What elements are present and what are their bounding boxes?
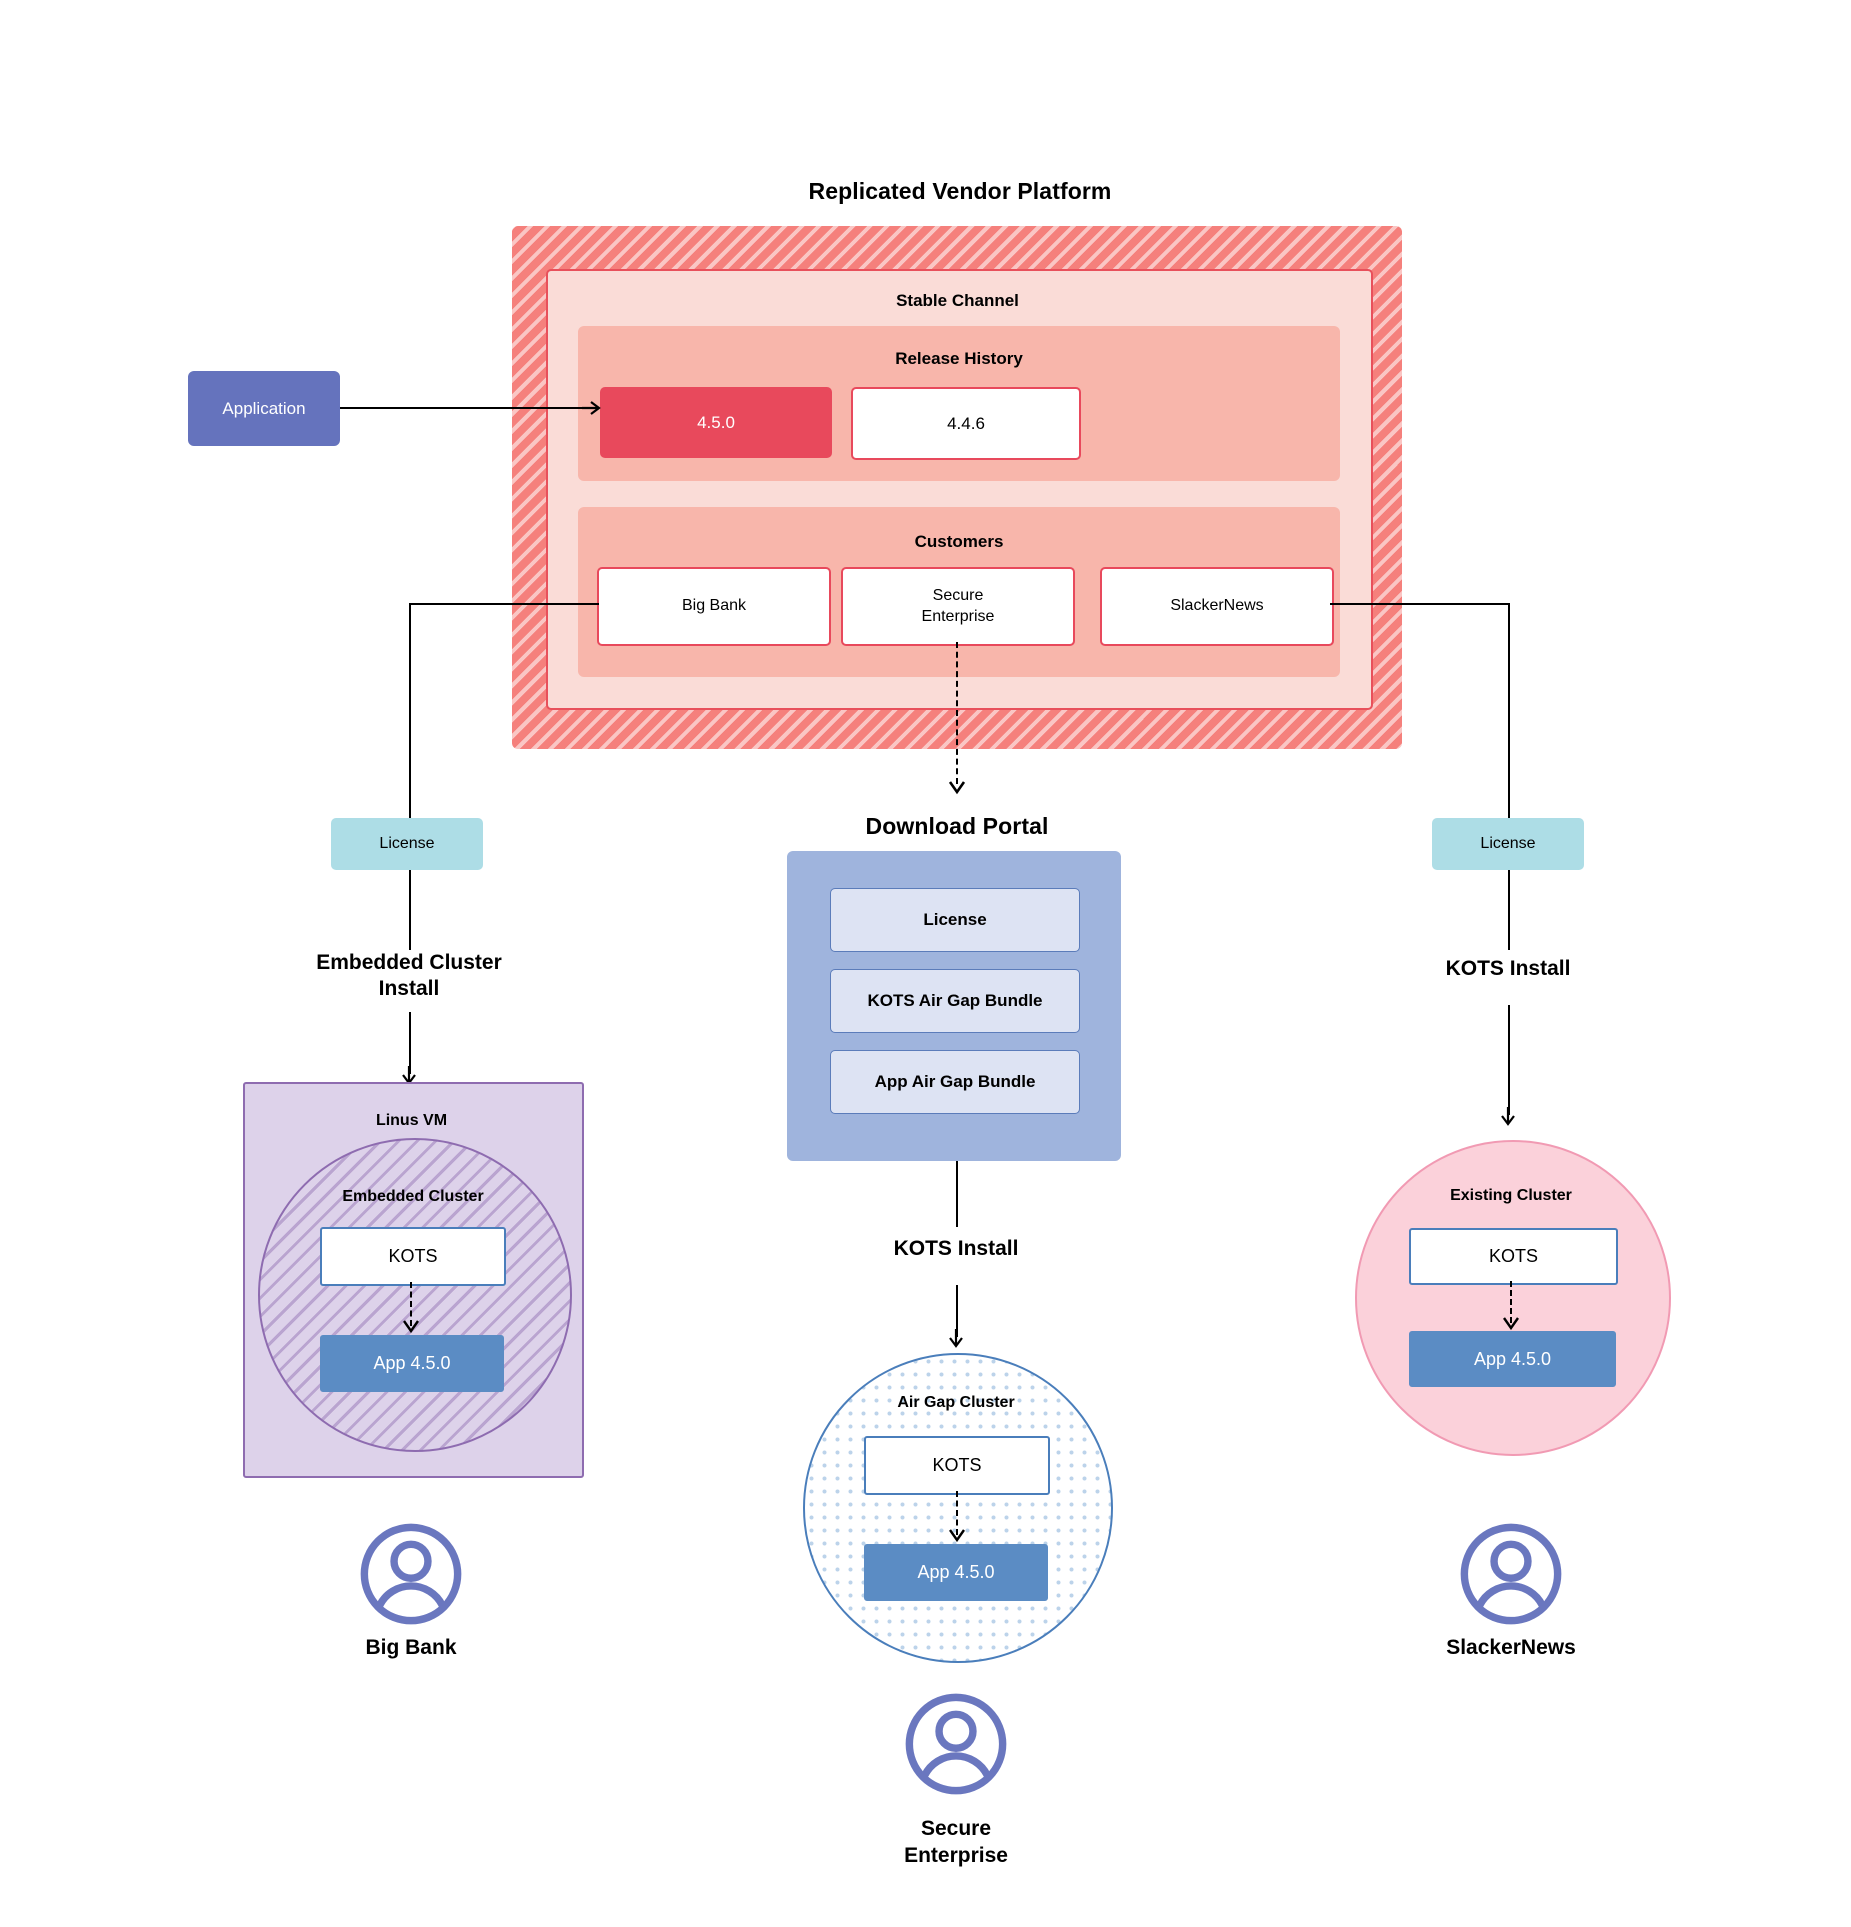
embedded-cluster-circle (258, 1138, 572, 1452)
release-version-label: 4.5.0 (697, 412, 735, 432)
license-chip-left[interactable]: License (331, 818, 483, 870)
portal-item-label: License (923, 910, 987, 929)
linux-vm-title: Linus VM (375, 1112, 448, 1129)
edge-label-center-install: KOTS Install (893, 1236, 1019, 1260)
person-avatar-icon (905, 1693, 1007, 1795)
kots-node-right[interactable]: KOTS (1409, 1228, 1618, 1285)
avatar-label-secure-enterprise: Secure Enterprise (904, 1816, 1008, 1867)
arrow-head-icon (948, 781, 966, 795)
connector-center-install-to-cluster (956, 1285, 958, 1337)
portal-item-label: KOTS Air Gap Bundle (867, 991, 1043, 1010)
existing-cluster-circle (1355, 1140, 1671, 1456)
connector-left-install-to-vm (409, 1012, 411, 1074)
download-portal-title: Download Portal (865, 812, 1049, 839)
existing-cluster-title: Existing Cluster (1450, 1187, 1572, 1204)
license-chip-right[interactable]: License (1432, 818, 1584, 870)
arrow-head-icon (1503, 1317, 1519, 1331)
app-label: App 4.5.0 (917, 1562, 995, 1582)
arrow-head-icon (949, 1329, 963, 1348)
connector-application-to-release (340, 407, 590, 409)
connector-kots-to-app-right (1510, 1281, 1512, 1323)
release-card-current[interactable]: 4.5.0 (600, 387, 832, 458)
license-label: License (1480, 835, 1536, 852)
avatar-secure-enterprise (903, 1691, 1009, 1797)
connector-bigbank-vertical-to-license (409, 603, 411, 818)
connector-right-license-to-install (1508, 870, 1510, 950)
kots-node-center[interactable]: KOTS (864, 1436, 1050, 1495)
customer-name-label: Big Bank (681, 597, 747, 615)
connector-secure-enterprise-to-portal (956, 642, 958, 784)
portal-item-app-air-gap-bundle[interactable]: App Air Gap Bundle (830, 1050, 1080, 1114)
edge-label-right-install: KOTS Install (1445, 956, 1571, 980)
connector-portal-to-install (956, 1161, 958, 1227)
connector-left-license-to-install (409, 870, 411, 950)
edge-label-left-install: Embedded Cluster Install (316, 950, 502, 1000)
application-node[interactable]: Application (188, 371, 340, 446)
connector-slackernews-vertical-to-license (1508, 603, 1510, 818)
kots-label: KOTS (1488, 1246, 1538, 1266)
release-history-title: Release History (895, 349, 1023, 368)
customer-name-label: SlackerNews (1170, 597, 1264, 615)
arrow-head-icon (1501, 1107, 1515, 1126)
customer-card-big-bank[interactable]: Big Bank (597, 567, 831, 646)
customers-title: Customers (914, 532, 1004, 551)
customer-card-slackernews[interactable]: SlackerNews (1100, 567, 1334, 646)
kots-label: KOTS (932, 1455, 982, 1475)
customer-name-label: Secure Enterprise (921, 586, 995, 625)
avatar-big-bank (358, 1521, 464, 1627)
connector-kots-to-app-left (410, 1282, 412, 1326)
page-title: Replicated Vendor Platform (808, 177, 1112, 204)
connector-slackernews-horizontal (1330, 603, 1510, 605)
air-gap-cluster-title: Air Gap Cluster (897, 1394, 1015, 1411)
connector-right-install-to-cluster (1508, 1005, 1510, 1115)
arrow-head-icon (582, 401, 601, 415)
kots-node-left[interactable]: KOTS (320, 1227, 506, 1286)
portal-item-label: App Air Gap Bundle (874, 1072, 1036, 1091)
customer-card-secure-enterprise[interactable]: Secure Enterprise (841, 567, 1075, 646)
app-node-right[interactable]: App 4.5.0 (1409, 1331, 1616, 1387)
arrow-head-icon (949, 1529, 965, 1543)
app-label: App 4.5.0 (373, 1353, 451, 1373)
avatar-label-big-bank: Big Bank (365, 1636, 457, 1660)
arrow-head-icon (403, 1320, 419, 1334)
connector-kots-to-app-center (956, 1491, 958, 1535)
app-node-left[interactable]: App 4.5.0 (320, 1335, 504, 1392)
avatar-slackernews (1458, 1521, 1564, 1627)
license-label: License (379, 835, 435, 852)
embedded-cluster-title: Embedded Cluster (342, 1188, 484, 1205)
release-version-label: 4.4.6 (947, 413, 985, 433)
portal-item-kots-air-gap-bundle[interactable]: KOTS Air Gap Bundle (830, 969, 1080, 1033)
connector-bigbank-horizontal (409, 603, 599, 605)
stable-channel-title: Stable Channel (896, 291, 1019, 310)
app-node-center[interactable]: App 4.5.0 (864, 1544, 1048, 1601)
avatar-label-slackernews: SlackerNews (1446, 1636, 1576, 1660)
person-avatar-icon (1460, 1523, 1562, 1625)
app-label: App 4.5.0 (1473, 1348, 1552, 1369)
person-avatar-icon (360, 1523, 462, 1625)
kots-label: KOTS (388, 1246, 438, 1266)
release-card-previous[interactable]: 4.4.6 (851, 387, 1081, 460)
portal-item-license[interactable]: License (830, 888, 1080, 952)
application-label: Application (222, 398, 306, 418)
air-gap-cluster-circle (803, 1353, 1113, 1663)
